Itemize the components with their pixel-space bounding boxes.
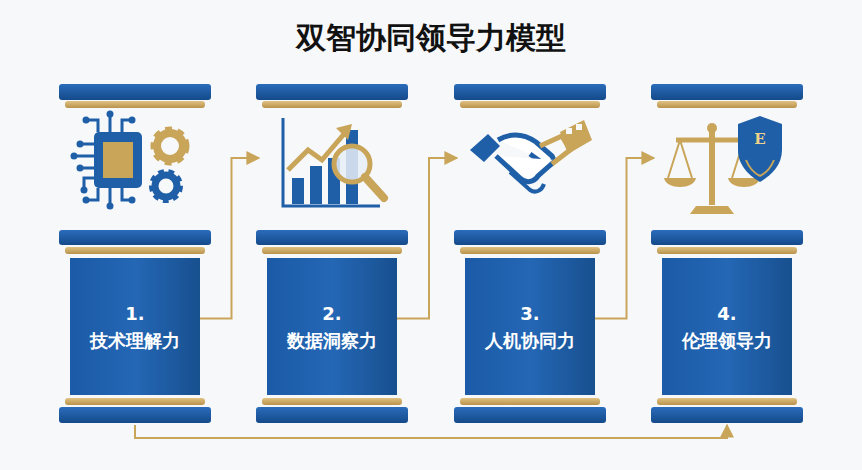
cap-bar xyxy=(65,398,205,405)
cap-bar xyxy=(651,230,803,245)
cap-bar xyxy=(59,230,211,245)
cap-bar xyxy=(59,84,211,100)
cap-bar xyxy=(256,230,408,245)
cap-bar xyxy=(657,101,797,108)
pillar-box: 4.伦理领导力 xyxy=(662,258,792,395)
cap-bar xyxy=(454,407,606,423)
step-number: 1. xyxy=(125,300,144,327)
chart-icon xyxy=(283,118,384,206)
cap-bar xyxy=(651,84,803,100)
cap-bar xyxy=(657,247,797,254)
step-number: 2. xyxy=(322,300,341,327)
cap-bar xyxy=(59,407,211,423)
step-label: 伦理领导力 xyxy=(682,327,772,354)
step-number: 4. xyxy=(717,300,736,327)
cap-bar xyxy=(262,398,402,405)
scales-icon xyxy=(664,116,782,214)
flow-arrow xyxy=(595,158,654,319)
pillar-box: 3.人机协同力 xyxy=(465,258,595,395)
step-label: 人机协同力 xyxy=(485,327,575,354)
cap-bar xyxy=(454,84,606,100)
handshake-icon xyxy=(470,120,592,192)
pillar-caps xyxy=(256,84,408,423)
cap-bar xyxy=(65,101,205,108)
flow-arrow xyxy=(397,158,457,319)
cap-bar xyxy=(256,84,408,100)
step-label: 技术理解力 xyxy=(90,327,180,354)
step-number: 3. xyxy=(520,300,539,327)
cap-bar xyxy=(262,247,402,254)
diagram-title: 双智协同领导力模型 xyxy=(0,18,862,59)
pillar-caps xyxy=(651,84,803,423)
flow-arrow xyxy=(135,425,727,438)
pillar-box: 1.技术理解力 xyxy=(70,258,200,395)
pillar-caps xyxy=(59,84,211,423)
cap-bar xyxy=(262,101,402,108)
chip-icon xyxy=(71,111,186,210)
shield-letter: E xyxy=(754,130,765,148)
pillar-box: 2.数据洞察力 xyxy=(267,258,397,395)
cap-bar xyxy=(651,407,803,423)
cap-bar xyxy=(460,247,600,254)
flow-arrow xyxy=(200,158,259,319)
cap-bar xyxy=(460,101,600,108)
cap-bar xyxy=(460,398,600,405)
pillar-caps xyxy=(454,84,606,423)
step-label: 数据洞察力 xyxy=(287,327,377,354)
cap-bar xyxy=(65,247,205,254)
cap-bar xyxy=(256,407,408,423)
cap-bar xyxy=(454,230,606,245)
cap-bar xyxy=(657,398,797,405)
